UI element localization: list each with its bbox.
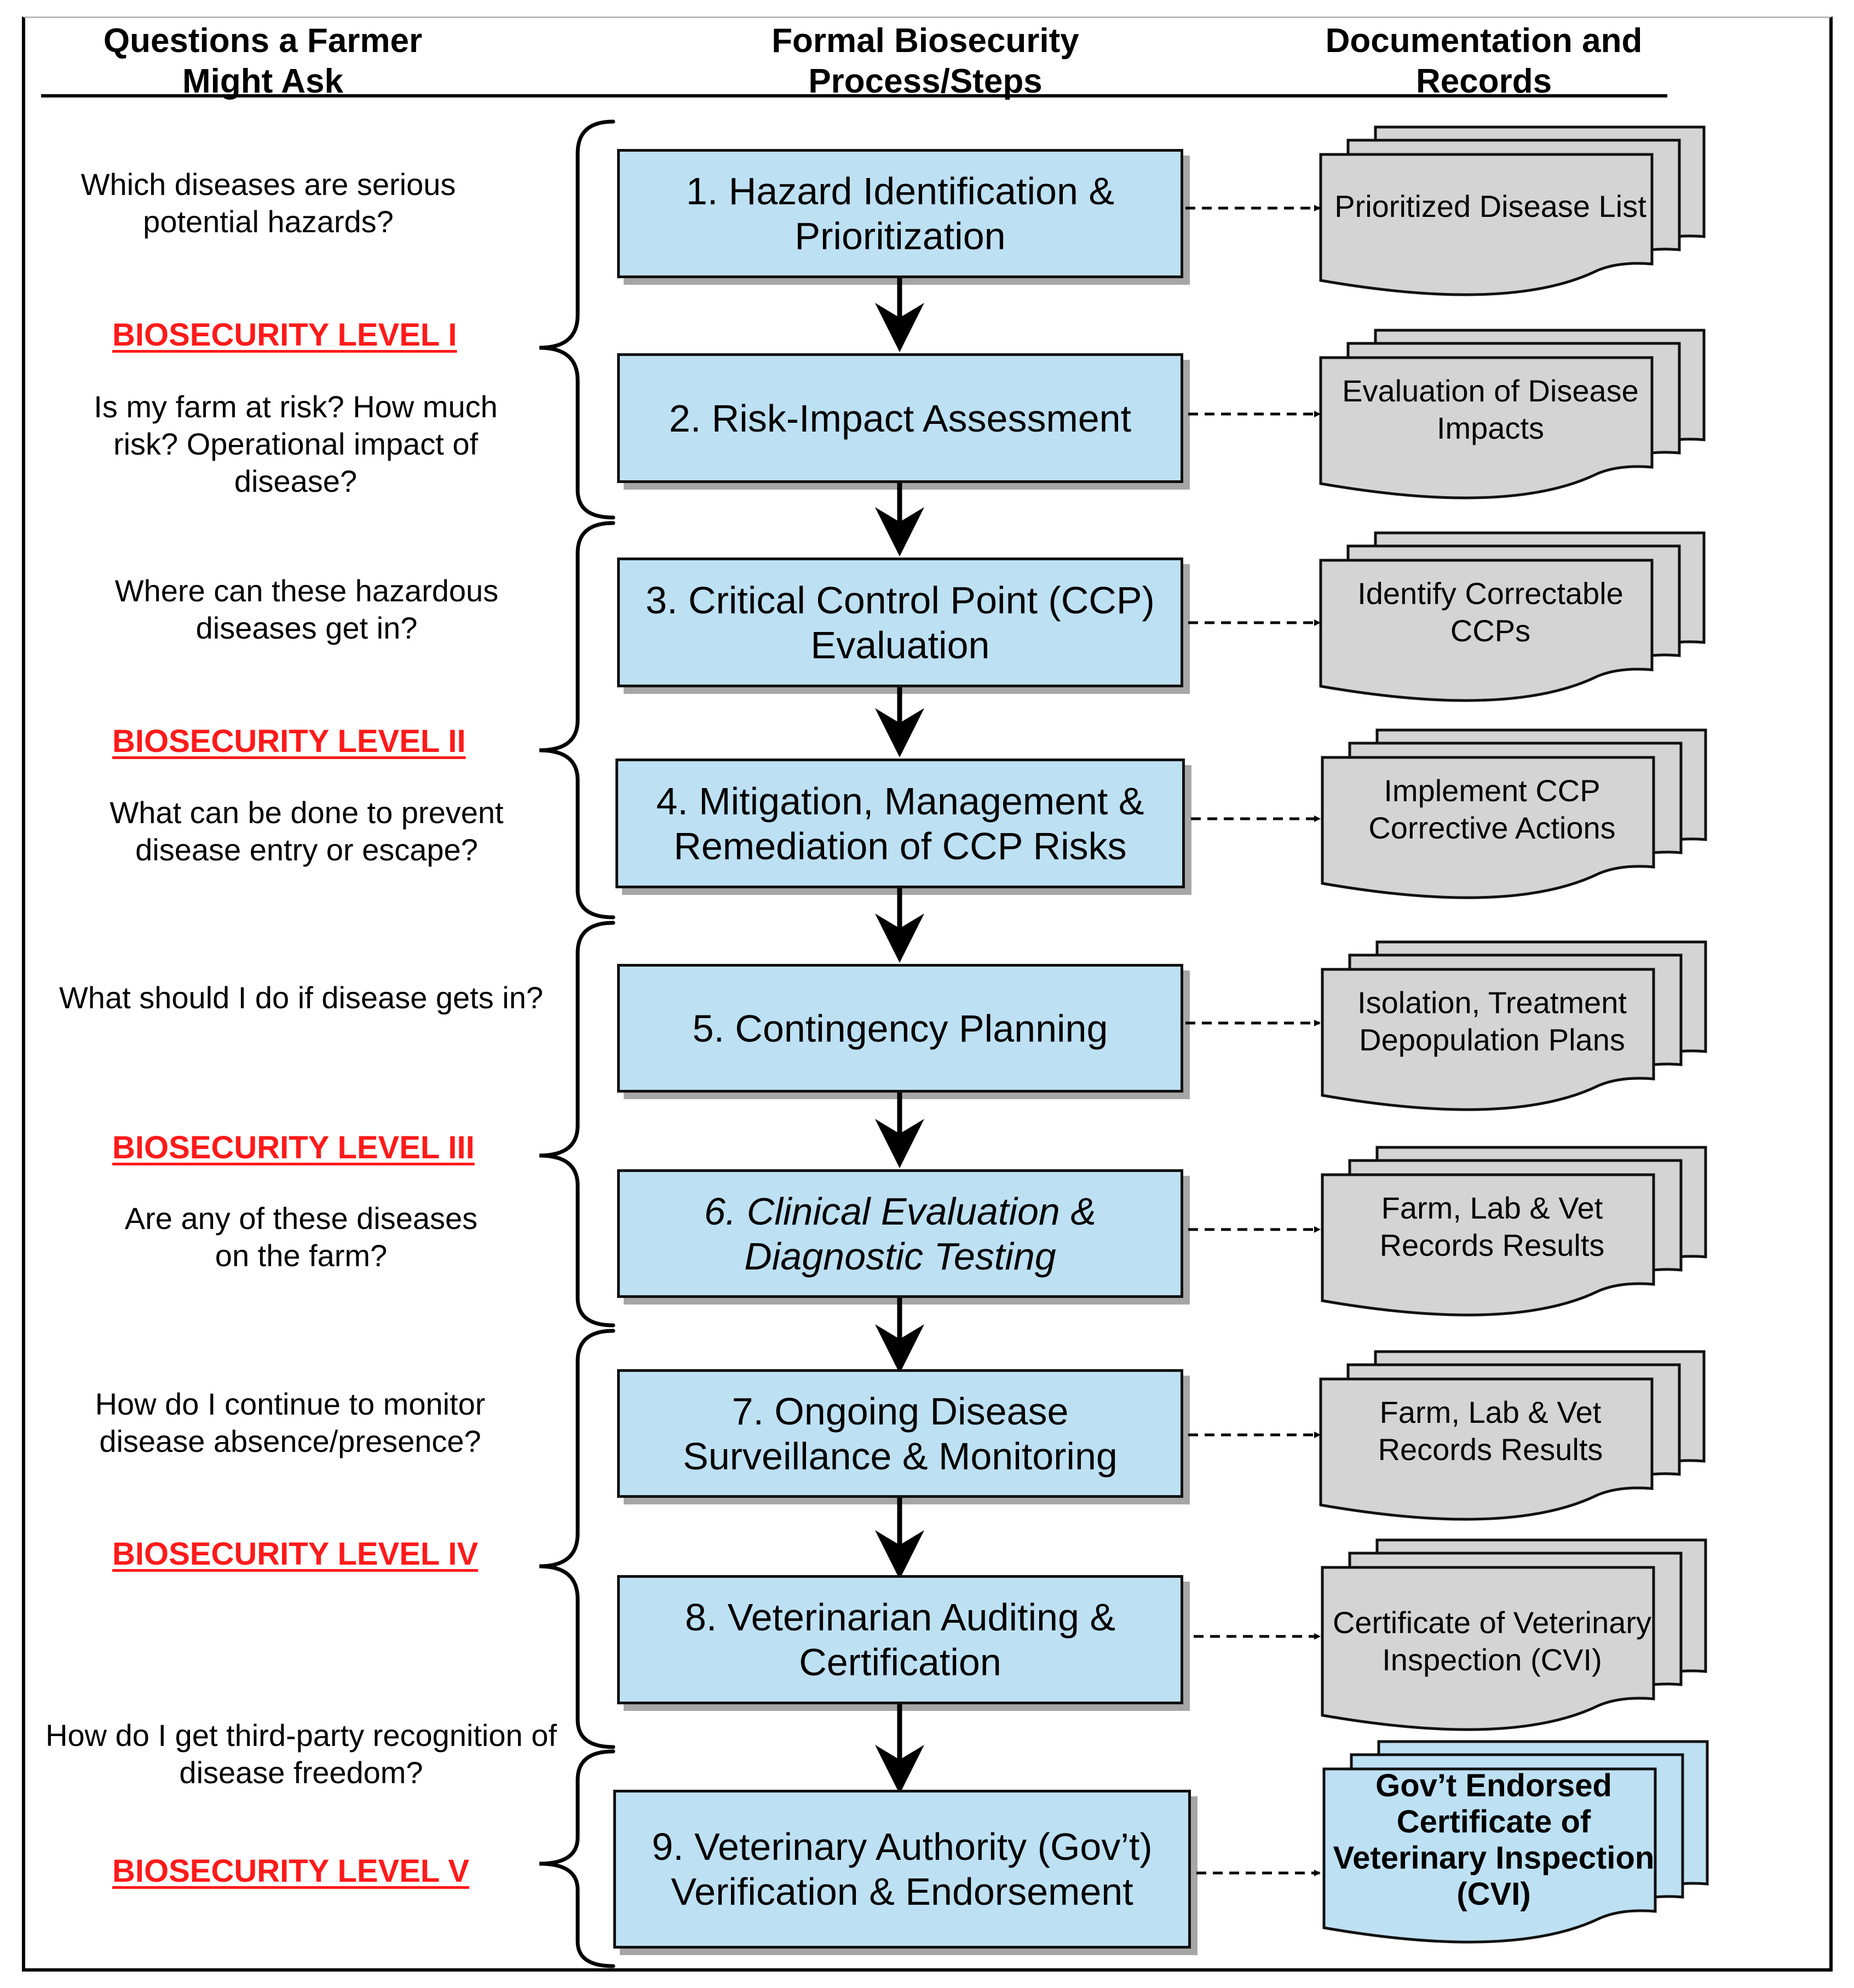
record-5-text: Isolation, Treatment Depopulation Plans bbox=[1357, 985, 1627, 1057]
brace-level-4 bbox=[539, 1329, 615, 1749]
header-process: Formal Biosecurity Process/Steps bbox=[771, 22, 1079, 100]
question-8: How do I get third-party recognition of … bbox=[45, 1718, 557, 1790]
record-2-document-stack: Evaluation of Disease Impacts bbox=[1319, 329, 1742, 499]
step-7-surveillance: 7. Ongoing Disease Surveillance & Monito… bbox=[617, 1369, 1183, 1498]
document-stack-icon bbox=[1319, 125, 1706, 296]
record-1-text: Prioritized Disease List bbox=[1334, 189, 1646, 223]
step-2-risk-impact-assessment: 2. Risk-Impact Assessment bbox=[617, 353, 1183, 483]
biosecurity-level-3: BIOSECURITY LEVEL III bbox=[112, 1130, 475, 1165]
brace-level-2 bbox=[539, 521, 615, 920]
record-6-document-stack: Farm, Lab & Vet Records Results bbox=[1321, 1146, 1744, 1317]
question-5: What should I do if disease gets in? bbox=[59, 980, 544, 1015]
header-rule bbox=[41, 94, 1667, 97]
step-8-vet-auditing: 8. Veterinarian Auditing & Certification bbox=[617, 1575, 1183, 1704]
record-8-document-stack: Certificate of Veterinary Inspection (CV… bbox=[1321, 1538, 1744, 1731]
question-1: Which diseases are serious potential haz… bbox=[80, 167, 456, 239]
diagram-frame bbox=[22, 16, 1833, 1972]
brace-level-5 bbox=[539, 1749, 615, 1968]
brace-level-1 bbox=[539, 119, 615, 520]
document-stack-icon bbox=[1319, 1350, 1706, 1521]
biosecurity-level-5: BIOSECURITY LEVEL V bbox=[112, 1853, 470, 1889]
record-4-document-stack: Implement CCP Corrective Actions bbox=[1321, 728, 1744, 899]
record-3-text: Identify Correctable CCPs bbox=[1357, 576, 1623, 648]
biosecurity-level-1: BIOSECURITY LEVEL I bbox=[112, 317, 457, 353]
step-3-ccp-evaluation: 3. Critical Control Point (CCP) Evaluati… bbox=[617, 558, 1183, 687]
question-7: How do I continue to monitor disease abs… bbox=[95, 1387, 486, 1458]
document-stack-icon bbox=[1321, 728, 1707, 899]
record-4-text: Implement CCP Corrective Actions bbox=[1368, 773, 1616, 845]
record-2-text: Evaluation of Disease Impacts bbox=[1342, 374, 1639, 445]
record-1-document-stack: Prioritized Disease List bbox=[1319, 125, 1742, 296]
document-stack-icon bbox=[1319, 329, 1706, 499]
biosecurity-level-2: BIOSECURITY LEVEL II bbox=[112, 723, 466, 759]
step-1-hazard-identification: 1. Hazard Identification & Prioritizatio… bbox=[617, 149, 1183, 278]
record-9-text: Gov’t Endorsed Certificate of Veterinary… bbox=[1333, 1768, 1655, 1912]
step-9-government-verification: 9. Veterinary Authority (Gov’t) Verifica… bbox=[613, 1790, 1191, 1949]
record-7-text: Farm, Lab & Vet Records Results bbox=[1378, 1395, 1603, 1467]
document-stack-icon bbox=[1321, 1146, 1707, 1317]
record-3-document-stack: Identify Correctable CCPs bbox=[1319, 531, 1742, 702]
header-questions: Questions a Farmer Might Ask bbox=[103, 22, 423, 100]
document-stack-icon bbox=[1321, 1538, 1707, 1731]
record-7-document-stack: Farm, Lab & Vet Records Results bbox=[1319, 1350, 1742, 1521]
record-9-document-stack: Gov’t Endorsed Certificate of Veterinary… bbox=[1322, 1740, 1746, 1944]
document-stack-icon bbox=[1319, 531, 1706, 702]
question-4: What can be done to prevent disease entr… bbox=[110, 795, 504, 867]
step-5-contingency-planning: 5. Contingency Planning bbox=[617, 964, 1183, 1093]
record-5-document-stack: Isolation, Treatment Depopulation Plans bbox=[1321, 940, 1744, 1111]
record-8-text: Certificate of Veterinary Inspection (CV… bbox=[1332, 1605, 1652, 1677]
brace-level-3 bbox=[539, 921, 615, 1328]
question-3: Where can these hazardous diseases get i… bbox=[114, 573, 499, 645]
header-records: Documentation and Records bbox=[1325, 22, 1643, 100]
step-4-mitigation: 4. Mitigation, Management & Remediation … bbox=[615, 759, 1185, 888]
record-6-text: Farm, Lab & Vet Records Results bbox=[1379, 1191, 1605, 1262]
document-stack-icon bbox=[1322, 1740, 1709, 1944]
biosecurity-level-4: BIOSECURITY LEVEL IV bbox=[112, 1536, 479, 1572]
question-2: Is my farm at risk? How much risk? Opera… bbox=[94, 389, 498, 498]
question-6: Are any of these diseases on the farm? bbox=[124, 1201, 478, 1273]
document-stack-icon bbox=[1321, 940, 1707, 1111]
step-6-clinical-evaluation: 6. Clinical Evaluation & Diagnostic Test… bbox=[617, 1169, 1183, 1298]
